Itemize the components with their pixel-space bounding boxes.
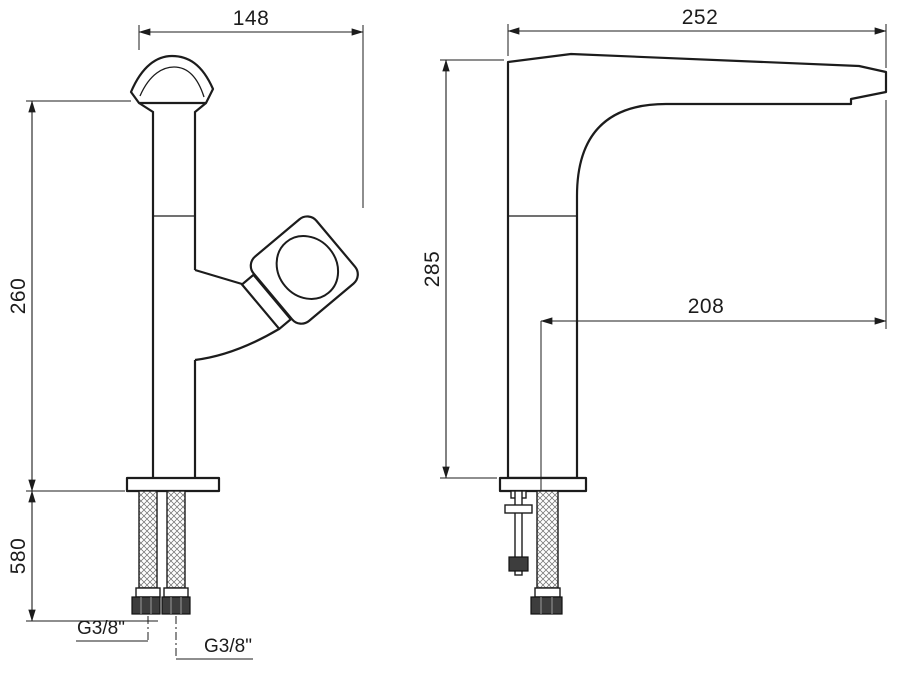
handle-end-cap: [275, 235, 340, 300]
faucet-side-profile: [506, 52, 888, 480]
body-right-edge-upper: [193, 102, 207, 270]
handle-body: [249, 215, 359, 325]
handle-assembly: [240, 215, 359, 331]
spout-cap: [129, 54, 215, 105]
hose-side-nut: [530, 596, 563, 615]
hose-right-nut-facets: [170, 597, 182, 614]
dimension-front-width: 148: [138, 7, 364, 208]
handle-branch-upper: [194, 268, 243, 286]
front-view: 148 260 580 G3/8" G3/8": [7, 7, 364, 660]
hose-right-nut: [161, 596, 191, 615]
hose-left-ferrule: [135, 587, 161, 598]
hose-left-nut: [131, 596, 161, 615]
mounting-rod: [514, 490, 523, 576]
dimension-hose-length: 580: [7, 490, 158, 622]
hose-left: [138, 490, 158, 589]
thread-label-right: G3/8": [204, 636, 252, 657]
hose-side-ferrule: [534, 587, 561, 598]
handle-branch-lower: [194, 328, 280, 362]
hose-right-ferrule: [163, 587, 189, 598]
dimension-front-body-height: 260: [7, 100, 131, 492]
dim-label-spout-reach: 208: [688, 295, 725, 318]
hose-right: [166, 490, 186, 589]
base-flange-side: [498, 476, 588, 493]
dim-label-hose-length: 580: [7, 538, 30, 575]
hose-side: [536, 490, 559, 589]
dimension-side-depth: 252: [507, 6, 887, 68]
thread-callout-left: G3/8": [76, 618, 148, 642]
hose-side-nut-facets: [540, 597, 553, 614]
dim-label-side-height: 285: [421, 251, 444, 288]
dim-label-front-width: 148: [233, 7, 270, 30]
side-view: 252 285 208: [421, 6, 888, 615]
dimension-side-body-height: 285: [421, 59, 504, 479]
spout-cap-seam: [139, 66, 205, 98]
base-flange-front: [125, 476, 221, 493]
thread-label-left: G3/8": [77, 618, 125, 639]
dimension-spout-reach: 208: [540, 100, 887, 490]
thread-callout-right: G3/8": [176, 636, 253, 660]
mounting-plate: [504, 504, 533, 514]
body-left-edge: [138, 102, 155, 478]
hose-left-nut-facets: [140, 597, 152, 614]
dim-label-front-height: 260: [7, 278, 30, 315]
mounting-nut: [508, 556, 529, 572]
dim-label-side-depth: 252: [682, 6, 719, 29]
